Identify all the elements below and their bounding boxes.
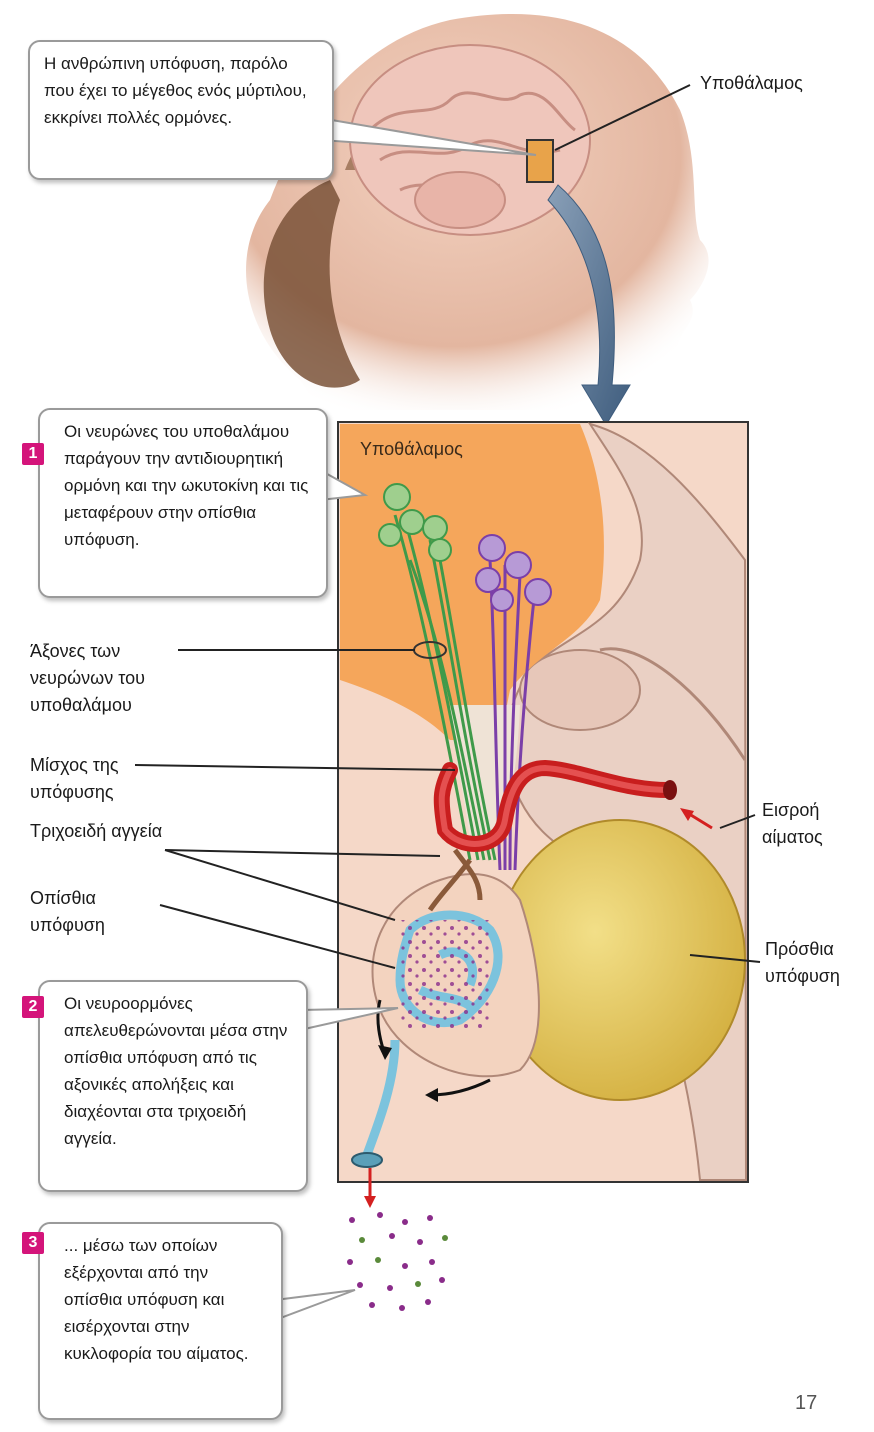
label-axons: Άξονες των νευρώνων του υποθαλάμου <box>30 638 180 719</box>
step3-callout: ... μέσω των οποίων εξέρχονται από την ο… <box>38 1222 283 1420</box>
intro-text: Η ανθρώπινη υπόφυση, παρόλο που έχει το … <box>44 54 307 127</box>
step2-badge: 2 <box>22 996 44 1018</box>
label-stalk: Μίσχος της υπόφυσης <box>30 752 200 806</box>
step1-text: Οι νευρώνες του υποθαλάμου παράγουν την … <box>64 422 308 549</box>
step1-callout: Οι νευρώνες του υποθαλάμου παράγουν την … <box>38 408 328 598</box>
label-hypothalamus-head: Υποθάλαμος <box>700 70 803 97</box>
label-posterior: Οπίσθια υπόφυση <box>30 885 160 939</box>
step1-badge: 1 <box>22 443 44 465</box>
step2-callout: Οι νευροορμόνες απελευθερώνονται μέσα στ… <box>38 980 308 1192</box>
step2-text: Οι νευροορμόνες απελευθερώνονται μέσα στ… <box>64 994 287 1148</box>
inset-panel <box>338 422 748 1182</box>
page-number: 17 <box>795 1392 817 1415</box>
label-blood-in: Εισροή αίματος <box>762 797 862 851</box>
released-hormones <box>347 1212 448 1311</box>
label-anterior: Πρόσθια υπόφυση <box>765 936 865 990</box>
label-hypothalamus-inset: Υποθάλαμος <box>360 436 463 463</box>
label-capillaries: Τριχοειδή αγγεία <box>30 818 170 845</box>
step3-text: ... μέσω των οποίων εξέρχονται από την ο… <box>64 1236 249 1363</box>
step3-badge: 3 <box>22 1232 44 1254</box>
intro-callout: Η ανθρώπινη υπόφυση, παρόλο που έχει το … <box>28 40 334 180</box>
